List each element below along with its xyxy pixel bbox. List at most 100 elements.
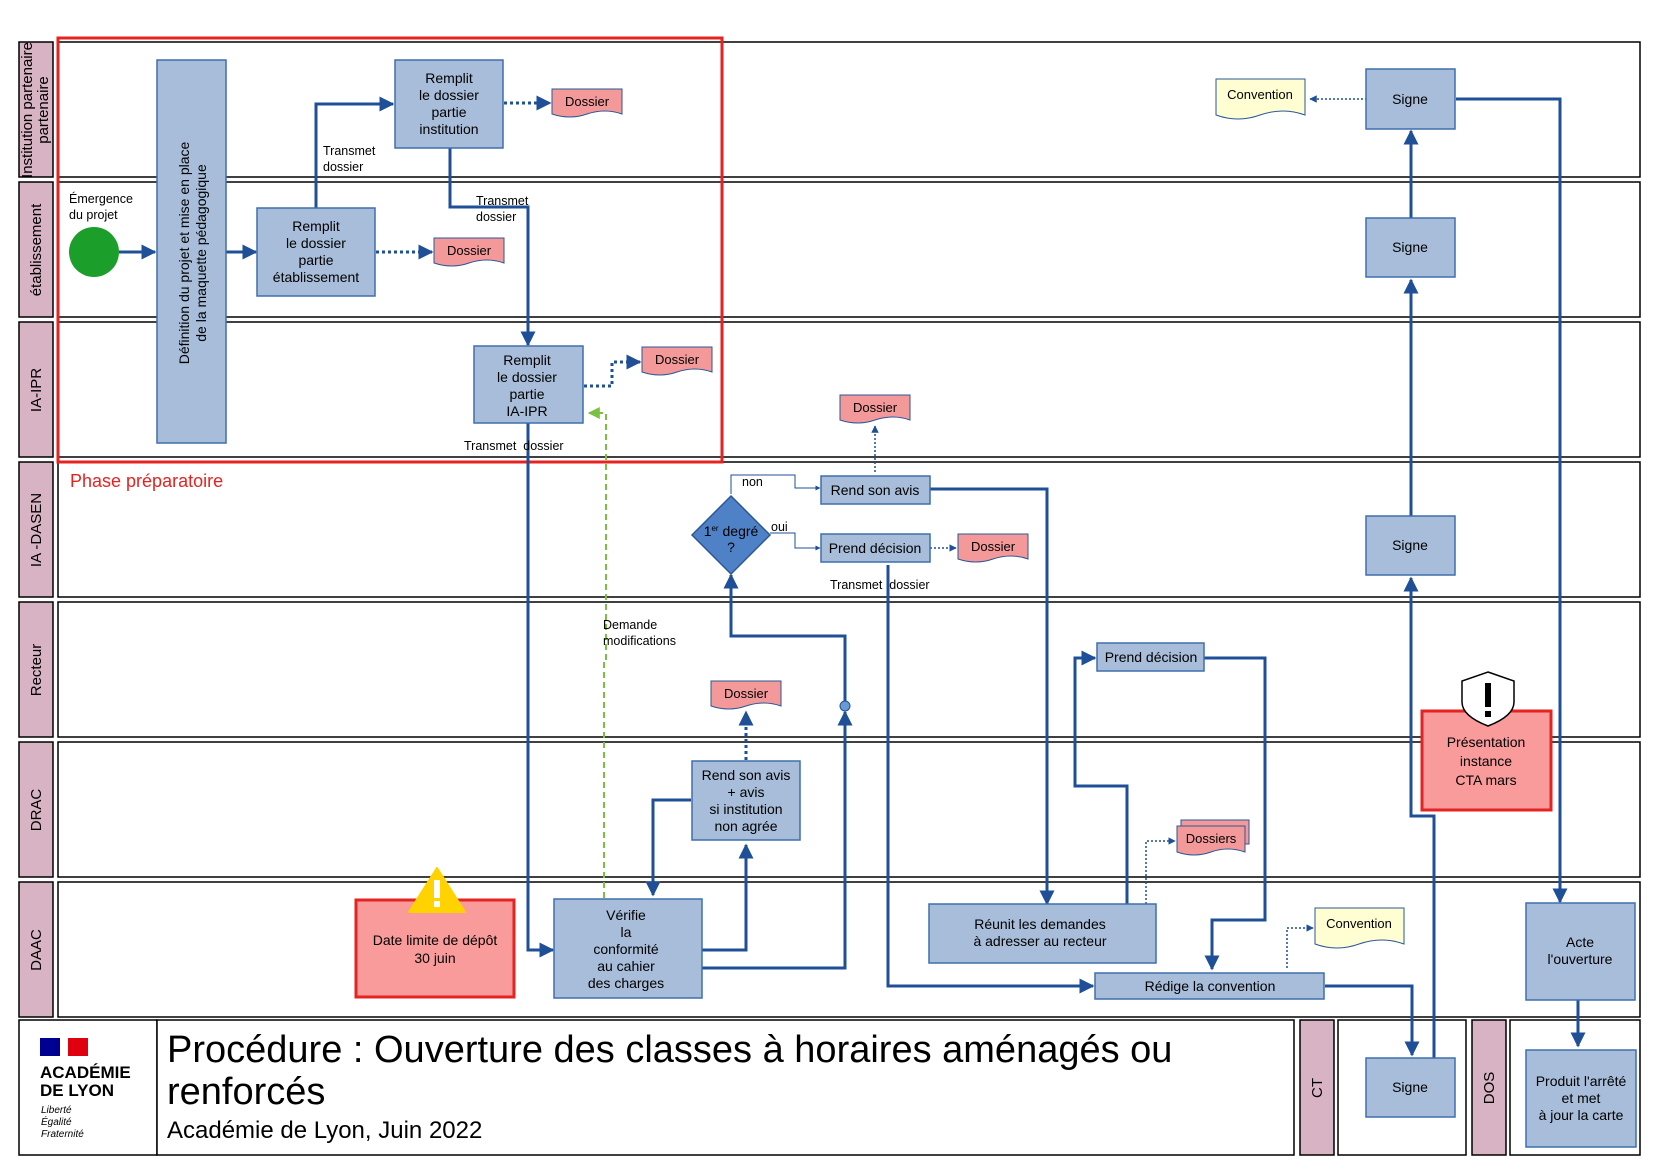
task-signe-dasen[interactable]: Signe: [1365, 515, 1456, 576]
flow-branch-non: [730, 474, 821, 494]
lane-label-institution: Institution partenaire: [19, 42, 36, 178]
task-redige-convention[interactable]: Rédige la convention: [1094, 972, 1325, 1000]
svg-text:Dossier: Dossier: [971, 539, 1016, 554]
svg-text:Convention: Convention: [1227, 87, 1293, 102]
document-dossiers-daac[interactable]: Dossiers: [1176, 819, 1250, 856]
definition-line2: de la maquette pédagogique: [193, 164, 209, 342]
lane-label-etablissement: établissement: [28, 203, 45, 296]
flow-to-diamond: [723, 573, 847, 706]
flow-demande-modifications: [587, 407, 607, 898]
definition-box[interactable]: Définition du projet et mise en place de…: [156, 59, 227, 444]
svg-text:Convention: Convention: [1326, 916, 1392, 931]
flow-avis-reunit: [930, 487, 1055, 906]
note-transmet-inst-1: Transmet: [476, 194, 529, 208]
svg-text:à adresser au recteur: à adresser au recteur: [973, 933, 1106, 949]
logo-motto1: Liberté: [41, 1105, 72, 1116]
note-demande-1: Demande: [603, 618, 657, 632]
lane-header-dos: [1471, 1019, 1507, 1156]
lane-header-institution: [18, 41, 54, 178]
connectors: [119, 95, 1586, 1060]
document-convention-institution[interactable]: Convention: [1215, 78, 1306, 120]
svg-text:Acte: Acte: [1566, 934, 1594, 950]
svg-text:partie: partie: [431, 104, 466, 120]
lane-label-iadasen: IA -DASEN: [28, 493, 45, 567]
phase-preparatoire-frame: [56, 36, 724, 464]
svg-text:CTA mars: CTA mars: [1455, 772, 1516, 788]
task-reunit-demandes[interactable]: Réunit les demandes à adresser au recteu…: [928, 903, 1157, 964]
task-produit-arrete[interactable]: Produit l'arrêté et met à jour la carte: [1525, 1049, 1637, 1148]
document-dossier-dasen-top[interactable]: Dossier: [839, 394, 911, 424]
svg-text:l'ouverture: l'ouverture: [1548, 951, 1613, 967]
title-panel: [156, 1019, 1295, 1156]
lane-header-ct: [1299, 1019, 1335, 1156]
logo-motto3: Fraternité: [41, 1129, 84, 1140]
svg-text:Date limite de dépôt: Date limite de dépôt: [373, 932, 498, 948]
svg-text:Dossier: Dossier: [565, 94, 610, 109]
svg-text:établissement: établissement: [273, 269, 359, 285]
task-remplit-institution[interactable]: Remplit le dossier partie institution: [394, 59, 504, 149]
page-subtitle: Académie de Lyon, Juin 2022: [167, 1117, 482, 1144]
document-dossier-dasen-right[interactable]: Dossier: [957, 533, 1029, 563]
task-signe-ct[interactable]: Signe: [1365, 1057, 1456, 1118]
svg-text:Produit l'arrêté: Produit l'arrêté: [1536, 1073, 1627, 1089]
document-convention-daac[interactable]: Convention: [1314, 907, 1405, 949]
svg-text:Réunit les demandes: Réunit les demandes: [974, 916, 1106, 932]
flow-etab-inst: [314, 96, 395, 208]
note-transmet-etab-2: dossier: [323, 160, 363, 174]
svg-text:Rend son avis: Rend son avis: [702, 767, 791, 783]
task-acte-ouverture[interactable]: Acte l'ouverture: [1525, 902, 1636, 1001]
task-prend-decision-dasen[interactable]: Prend décision: [820, 533, 931, 563]
svg-text:conformité: conformité: [593, 941, 659, 957]
task-signe-institution[interactable]: Signe: [1365, 68, 1456, 130]
flow-recteur-redige: [1204, 656, 1267, 971]
svg-text:Prend décision: Prend décision: [1105, 649, 1198, 665]
document-dossier-iaipr[interactable]: Dossier: [641, 346, 713, 376]
document-dossier-drac[interactable]: Dossier: [710, 680, 782, 710]
note-demande-2: modifications: [603, 634, 676, 648]
lane-label-daac: DAAC: [28, 929, 45, 971]
flow-ct-dasen: [1403, 576, 1436, 1060]
svg-text:au cahier: au cahier: [597, 958, 655, 974]
flow-inst-ipr: [448, 148, 536, 347]
task-rend-avis-dasen[interactable]: Rend son avis: [820, 475, 931, 505]
lane-recteur: [57, 601, 1641, 738]
logo-line2: DE LYON: [40, 1081, 114, 1100]
phase-label: Phase préparatoire: [70, 471, 223, 491]
task-verifie-conformite[interactable]: Vérifie la conformité au cahier des char…: [553, 898, 703, 999]
note-transmet-inst-2: dossier: [476, 210, 516, 224]
svg-text:Présentation: Présentation: [1447, 734, 1526, 750]
svg-text:la: la: [621, 924, 632, 940]
task-remplit-etablissement[interactable]: Remplit le dossier partie établissement: [256, 207, 376, 297]
alert-presentation-cta: Présentation instance CTA mars: [1420, 709, 1553, 812]
svg-text:Rend son avis: Rend son avis: [831, 482, 920, 498]
svg-text:Prend décision: Prend décision: [829, 540, 922, 556]
task-rend-avis-drac[interactable]: Rend son avis + avis si institution non …: [691, 760, 801, 841]
lane-header-iaipr: [18, 321, 54, 458]
logo-red-block: [68, 1038, 88, 1056]
document-dossier-institution[interactable]: Dossier: [551, 88, 623, 118]
junction-dot: [839, 700, 851, 712]
svg-text:Dossiers: Dossiers: [1186, 831, 1237, 846]
svg-text:Dossier: Dossier: [853, 400, 898, 415]
lane-label-iaipr: IA-IPR: [28, 368, 45, 412]
task-prend-decision-recteur[interactable]: Prend décision: [1096, 642, 1205, 672]
svg-text:Dossier: Dossier: [655, 352, 700, 367]
svg-text:si institution: si institution: [709, 801, 782, 817]
flow-ipr-dossier: [584, 354, 642, 388]
task-remplit-iaipr[interactable]: Remplit le dossier partie IA-IPR: [473, 345, 584, 424]
decision-premier-degre[interactable]: 1er degré ?: [690, 494, 772, 576]
lane-label-recteur: Recteur: [28, 644, 45, 697]
note-transmet-dasen: Transmet dossier: [830, 578, 930, 592]
document-dossier-etablissement[interactable]: Dossier: [433, 237, 505, 267]
task-signe-etablissement[interactable]: Signe: [1365, 217, 1456, 278]
flow-redige-convention: [1286, 924, 1314, 968]
svg-text:Remplit: Remplit: [425, 70, 473, 86]
note-transmet-etab-1: Transmet: [323, 144, 376, 158]
svg-text:instance: instance: [1460, 753, 1512, 769]
note-transmet-ipr: Transmet dossier: [464, 439, 564, 453]
lane-header-etablissement: [18, 181, 54, 318]
flow-reunit-recteur: [1073, 650, 1129, 904]
logo-white-block: [60, 1038, 68, 1056]
start-label-2: du projet: [69, 208, 118, 222]
